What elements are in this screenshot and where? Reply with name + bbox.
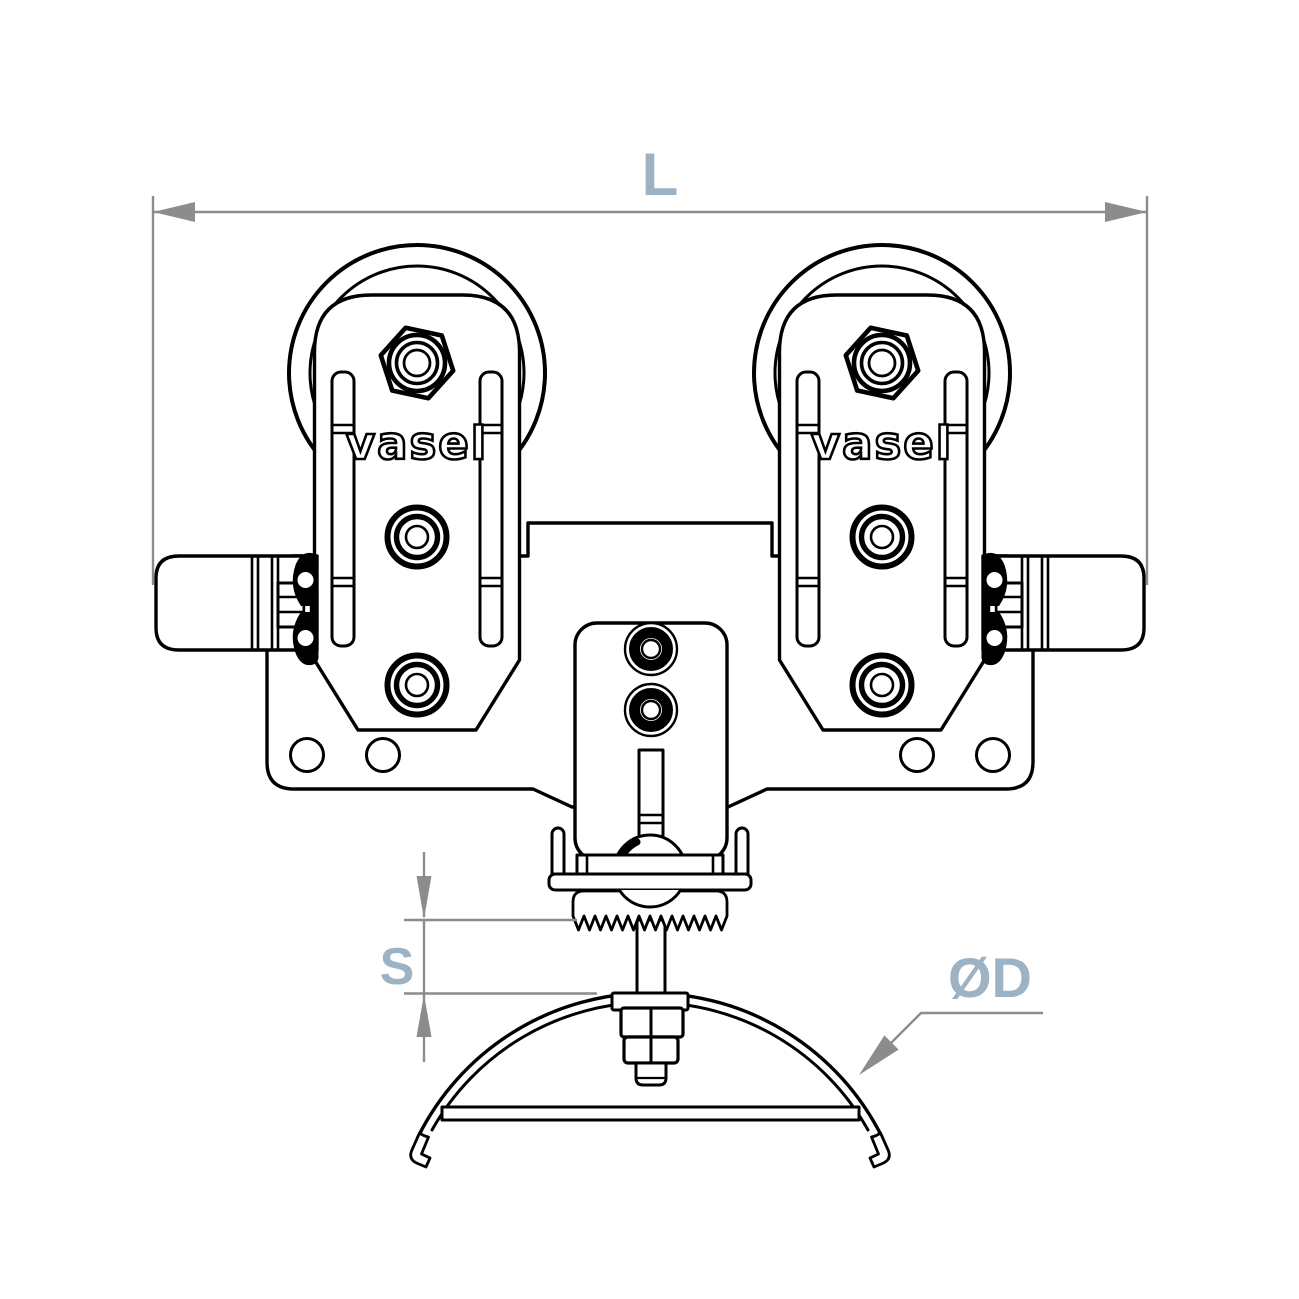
bracket-hole-lower-bore [640,699,662,721]
saddle-tip-left [409,1131,432,1169]
lower-nut-bore [404,672,430,698]
dimension-length: L [151,141,1149,585]
wing-hole [297,572,314,588]
cable-saddle [409,991,891,1169]
arrowhead [859,1035,899,1075]
wing-hole [297,630,314,646]
plate-hole [975,737,1011,773]
end-stop-right [979,551,1146,667]
bracket-hole-upper-bore [640,638,662,660]
hanger-bolt-threads [637,813,665,825]
dimension-adjustment: S [380,852,597,1062]
dimension-adjustment-label: S [380,938,415,996]
plate-hole [899,737,935,773]
arrowhead-right [1105,202,1147,222]
roller-assembly-left: vasel [287,243,547,732]
end-stop-left [154,552,319,666]
middle-nut-bore [404,524,430,550]
leader-line [888,1011,1043,1046]
knurled-adjusting-nut [571,889,729,932]
brand-logo-text: vasel [346,417,488,470]
stirrup-flange [547,872,753,892]
hanger-bolt [637,748,665,840]
plate-hole [289,737,325,773]
saddle-cross-bar [440,1105,861,1122]
side-slot-left [330,370,356,648]
side-slot-right-marks [478,423,504,588]
plate-hole [365,737,401,773]
arrowhead-down [416,876,432,919]
arrowhead-left [153,202,195,222]
roller-assembly-right [754,245,1010,730]
dimension-diameter-label: ØD [948,946,1032,1009]
dimension-diameter: ØD [859,946,1043,1075]
bolt-end-stub [634,1061,668,1087]
rod-section-lines [250,554,280,652]
dimension-length-label: L [642,141,679,208]
ball-joint-lower-arc [617,888,683,909]
axle-bore [402,348,432,378]
center-bracket-assembly [547,621,753,1008]
side-slot-left-marks [330,423,356,588]
side-slot-right [478,370,504,648]
